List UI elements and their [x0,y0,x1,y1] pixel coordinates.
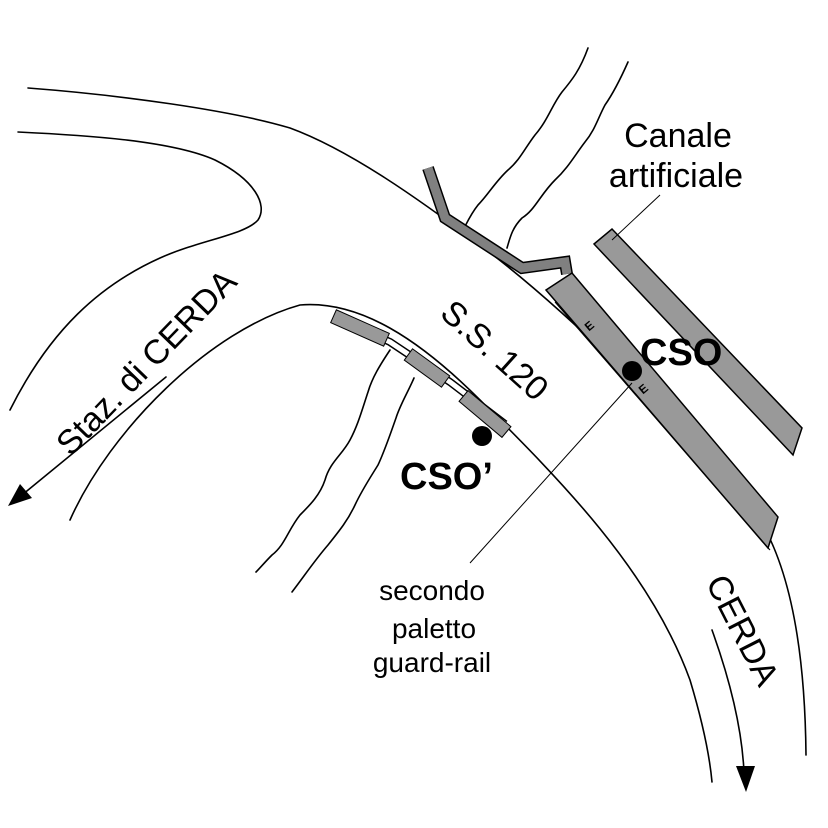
destination-arrowhead [736,766,755,792]
cso-prime-label: CSO’ [400,456,493,498]
guard-rail-segment-1 [329,309,391,347]
drain-pipe [423,166,572,275]
road-label: S.S. 120 [433,293,555,409]
station-arrowhead [8,484,32,506]
guard-rail-segment-3 [458,389,512,439]
guard-rail-segment-2 [403,348,451,388]
cso-prime-point [472,426,492,446]
canal-label-line-2: artificiale [609,157,743,195]
pole-note-line-3: guard-rail [373,647,491,678]
stream-upper-left-bank [461,47,589,233]
station-arrow-shaft [21,376,167,496]
station-road-upper-boundary [9,131,263,411]
station-label: Staz. di CERDA [49,262,245,463]
stream-upper-right-bank [506,61,629,249]
pole-leader-line [469,382,633,564]
stream-lower-right-bank [291,377,415,593]
pole-note-line-2: paletto [392,613,476,644]
pole-note-line-1: secondo [379,575,485,606]
cso-point [622,361,642,381]
canal-leader-line [611,194,661,241]
canal-strip-right [592,227,803,457]
stream-lower-left-bank [255,349,391,573]
canal-edge-line [554,301,771,551]
canal-label-line-1: Canale [624,117,732,155]
road-lower-boundary [69,303,713,783]
cso-label: CSO [640,332,722,374]
destination-arrow-shaft [711,629,745,773]
